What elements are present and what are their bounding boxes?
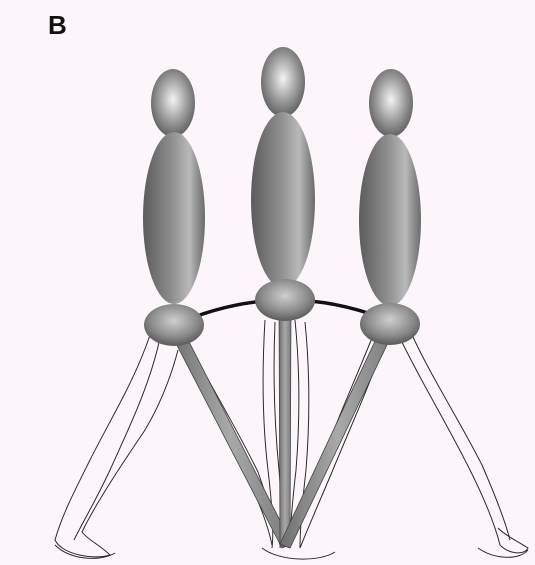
- left-figure-legs: [55, 335, 280, 558]
- left-figure-pelvis: [144, 304, 204, 346]
- left-figure-body: [143, 69, 205, 346]
- right-figure-trunk: [359, 134, 421, 306]
- right-figure-head: [369, 69, 413, 137]
- middle-figure-head: [261, 47, 305, 117]
- pendulum-rods: [168, 302, 396, 548]
- right-figure-pelvis: [360, 303, 420, 345]
- middle-figure-pelvis: [255, 279, 315, 321]
- right-figure-legs: [288, 335, 528, 557]
- left-leg-rod: [168, 324, 292, 548]
- middle-figure-trunk: [251, 112, 315, 288]
- left-figure-trunk: [143, 132, 205, 304]
- left-figure-head: [151, 69, 195, 137]
- right-figure-body: [359, 69, 421, 345]
- middle-leg-rod: [279, 302, 291, 546]
- middle-figure-body: [251, 47, 315, 321]
